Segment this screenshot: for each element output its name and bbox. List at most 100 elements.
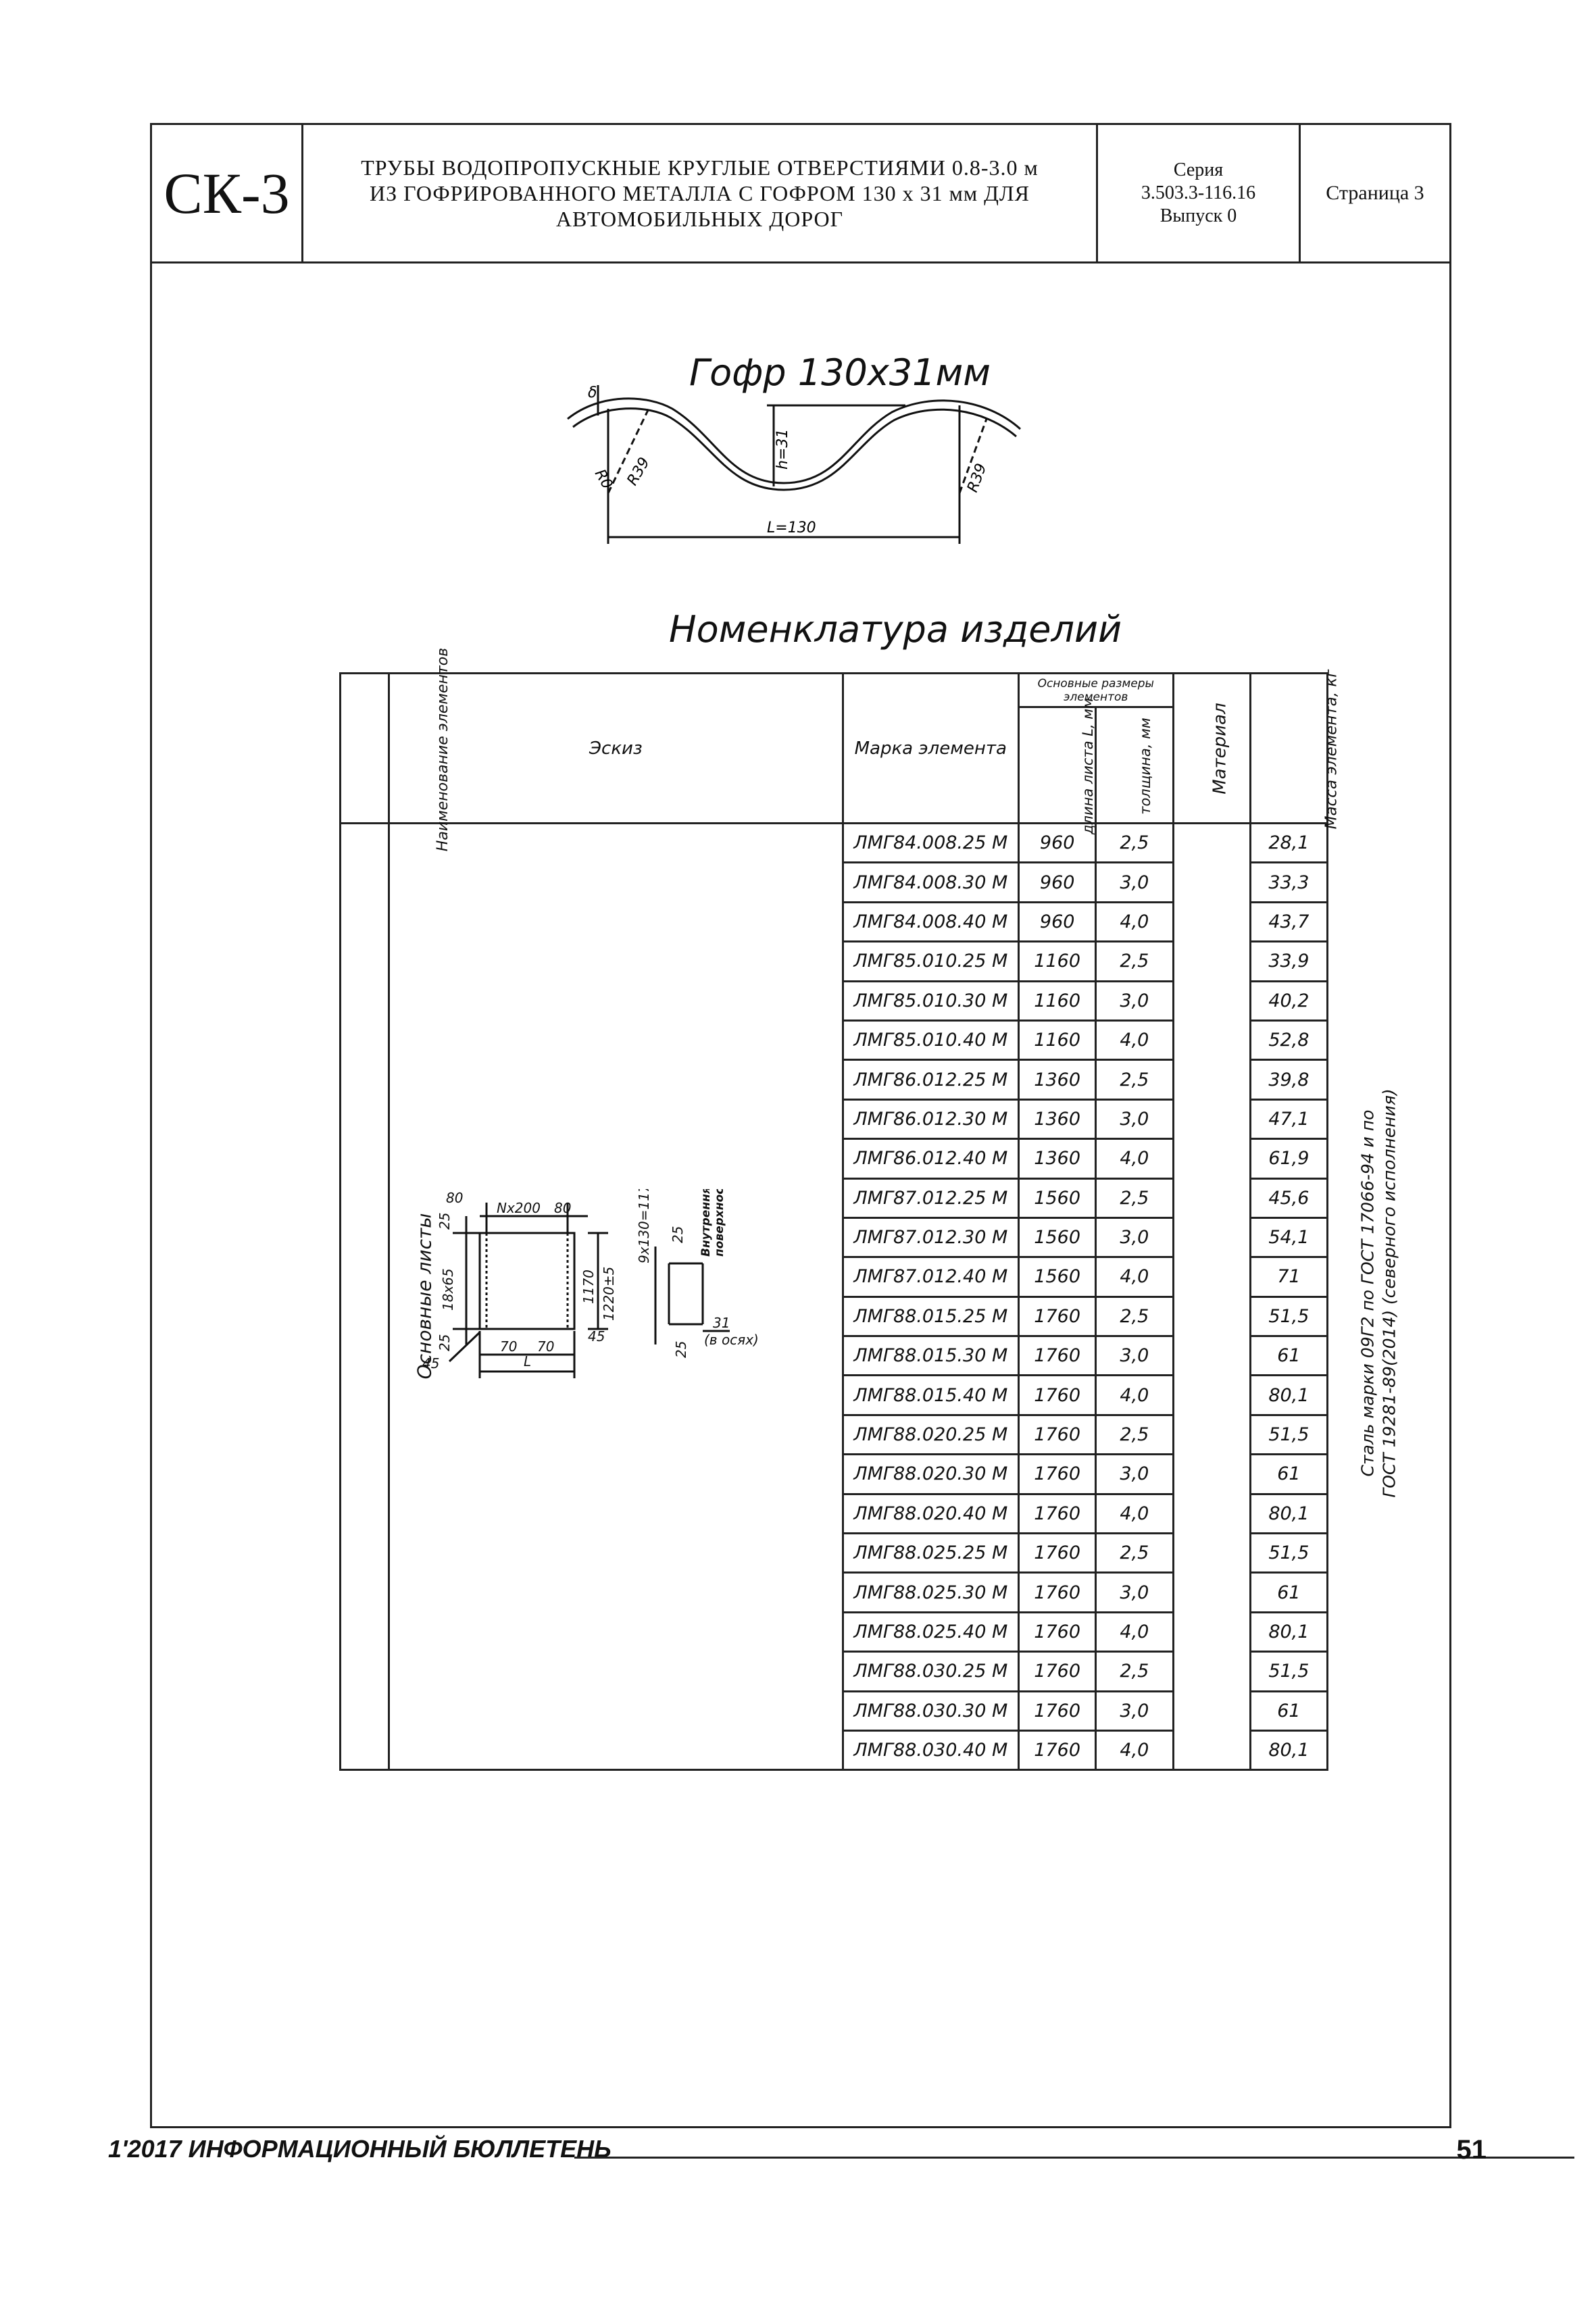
mark-cell: ЛМГ88.025.25 М <box>841 1532 1020 1574</box>
dim-45-right: 45 <box>588 1328 605 1344</box>
dim-l: L <box>524 1353 531 1369</box>
dim-80-left: 80 <box>446 1190 463 1206</box>
mass-cell: 51,5 <box>1249 1413 1329 1456</box>
sheet-sketch: 80 Nx200 80 25 18x65 25 1170 1220±5 70 7… <box>422 1189 759 1378</box>
col-header-length: длина листа L, мм <box>1018 698 1097 834</box>
mark-cell: ЛМГ84.008.25 М <box>841 822 1020 864</box>
dim-25-bottom: 25 <box>437 1334 453 1351</box>
thickness-cell: 2,5 <box>1095 1413 1174 1456</box>
length-cell: 1760 <box>1018 1453 1097 1495</box>
mark-cell: ЛМГ88.025.30 М <box>841 1571 1020 1613</box>
dim-18x65: 18x65 <box>440 1268 456 1311</box>
length-cell: 1360 <box>1018 1138 1097 1180</box>
length-cell: 1760 <box>1018 1532 1097 1574</box>
page-number-cell: Страница 3 <box>1326 182 1424 204</box>
page-footer: 1'2017 ИНФОРМАЦИОННЫЙ БЮЛЛЕТЕНЬ 51 <box>108 2135 1574 2175</box>
thickness-cell: 2,5 <box>1095 940 1174 982</box>
mark-cell: ЛМГ88.030.40 М <box>841 1729 1020 1771</box>
thickness-cell: 2,5 <box>1095 822 1174 864</box>
title-block: СК-3 ТРУБЫ ВОДОПРОПУСКНЫЕ КРУГЛЫЕ ОТВЕРС… <box>150 123 1451 263</box>
series-cell: Серия 3.503.3-116.16 Выпуск 0 <box>1098 125 1301 261</box>
length-cell: 1160 <box>1018 940 1097 982</box>
group-name-cell: Основные листы <box>339 822 435 1771</box>
thickness-cell: 4,0 <box>1095 901 1174 943</box>
mass-cell: 61 <box>1249 1335 1329 1377</box>
thickness-cell: 3,0 <box>1095 1335 1174 1377</box>
inner-surface-label: Внутренняя <box>699 1189 713 1257</box>
bulletin-label: 1'2017 ИНФОРМАЦИОННЫЙ БЮЛЛЕТЕНЬ <box>108 2135 612 2163</box>
length-cell: 1760 <box>1018 1611 1097 1653</box>
thickness-cell: 3,0 <box>1095 861 1174 903</box>
thickness-cell: 3,0 <box>1095 1098 1174 1140</box>
dim-1170: 1170 <box>580 1269 597 1304</box>
length-cell: 1760 <box>1018 1374 1097 1416</box>
title-line: ИЗ ГОФРИРОВАННОГО МЕТАЛЛА С ГОФРОМ 130 х… <box>370 181 1030 205</box>
title-line: ТРУБЫ ВОДОПРОПУСКНЫЕ КРУГЛЫЕ ОТВЕРСТИЯМИ… <box>361 155 1039 180</box>
title-line: АВТОМОБИЛЬНЫХ ДОРОГ <box>555 207 844 231</box>
corrugation-heading: Гофр 130x31мм <box>689 351 991 394</box>
sketch-cell <box>388 822 844 1771</box>
mass-cell: 61 <box>1249 1453 1329 1495</box>
length-cell: 1560 <box>1018 1177 1097 1219</box>
inner-surface-label-2: поверхность <box>713 1189 726 1257</box>
length-cell: 960 <box>1018 861 1097 903</box>
length-cell: 1360 <box>1018 1059 1097 1101</box>
length-cell: 1760 <box>1018 1651 1097 1692</box>
mass-cell: 54,1 <box>1249 1216 1329 1259</box>
mass-cell: 51,5 <box>1249 1651 1329 1692</box>
label-h: h=31 <box>774 429 791 470</box>
thickness-cell: 3,0 <box>1095 1453 1174 1495</box>
mass-cell: 40,2 <box>1249 980 1329 1022</box>
mark-cell: ЛМГ86.012.25 М <box>841 1059 1020 1101</box>
corrugation-profile-drawing: δ R0 R39 h=31 R39 L=130 <box>567 384 1022 544</box>
col-header-dims: Основные размеры элементов <box>1018 672 1174 708</box>
length-cell: 1760 <box>1018 1690 1097 1732</box>
label-thickness: δ <box>588 384 597 401</box>
thickness-cell: 2,5 <box>1095 1059 1174 1101</box>
nomenclature-table: Наименование элементов Эскиз Марка элеме… <box>339 647 1399 1771</box>
dim-9x130: 9x130=1170 <box>636 1189 652 1263</box>
length-cell: 1760 <box>1018 1571 1097 1613</box>
mark-cell: ЛМГ85.010.25 М <box>841 940 1020 982</box>
mass-cell: 61 <box>1249 1690 1329 1732</box>
dim-n200: Nx200 <box>497 1200 541 1216</box>
col-header-mass: Масса элемента, кг <box>1249 669 1340 829</box>
thickness-cell: 4,0 <box>1095 1256 1174 1298</box>
col-header-mark: Марка элемента <box>841 672 1020 824</box>
thickness-cell: 4,0 <box>1095 1492 1174 1535</box>
label-r39-left: R39 <box>624 455 653 488</box>
thickness-cell: 3,0 <box>1095 1690 1174 1732</box>
thickness-cell: 2,5 <box>1095 1177 1174 1219</box>
mass-cell: 61 <box>1249 1571 1329 1613</box>
dim-70-left: 70 <box>500 1338 517 1355</box>
mass-cell: 39,8 <box>1249 1059 1329 1101</box>
footer-rule <box>574 2157 1574 2159</box>
mass-cell: 61,9 <box>1249 1138 1329 1180</box>
nomenclature-heading: Номенклатура изделий <box>669 608 1122 651</box>
label-r0: R0 <box>591 467 616 493</box>
thickness-cell: 3,0 <box>1095 1571 1174 1613</box>
dim-70-right: 70 <box>537 1338 554 1355</box>
thickness-cell: 4,0 <box>1095 1138 1174 1180</box>
dim-25-right-top: 25 <box>670 1226 686 1243</box>
mass-cell: 28,1 <box>1249 822 1329 864</box>
mass-cell: 51,5 <box>1249 1295 1329 1338</box>
